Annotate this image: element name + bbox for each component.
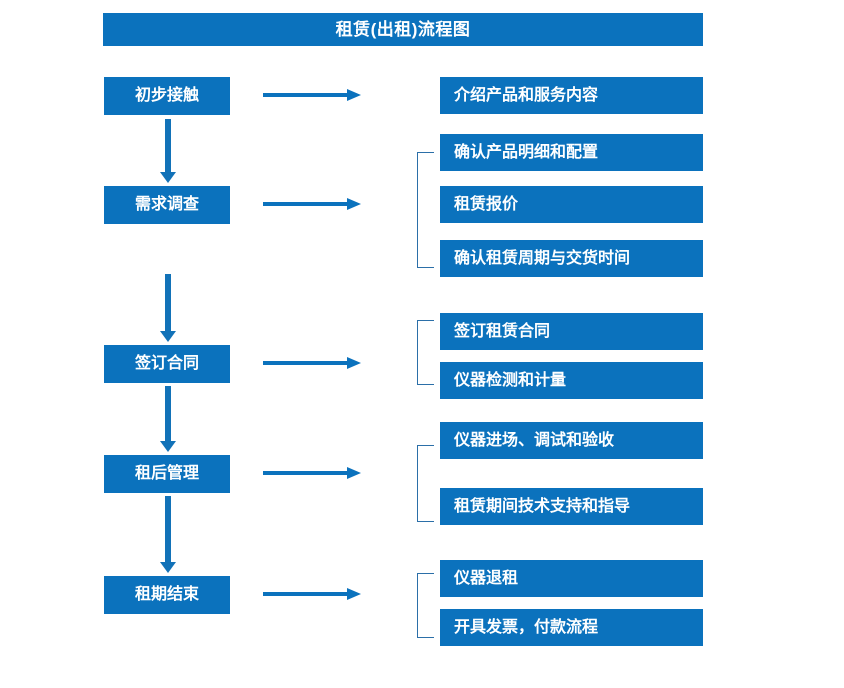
horizontal-arrow-lease-end	[263, 588, 361, 600]
arrow-shaft	[263, 202, 349, 206]
arrow-shaft	[165, 274, 171, 331]
detail-label: 确认产品明细和配置	[454, 143, 599, 161]
stage-box-sign-contract[interactable]: 签订合同	[104, 345, 230, 383]
stage-label: 租期结束	[134, 586, 199, 603]
detail-label: 介绍产品和服务内容	[454, 86, 599, 104]
arrow-head	[347, 588, 361, 600]
detail-box-lease-tech-support[interactable]: 租赁期间技术支持和指导	[440, 488, 703, 525]
arrow-shaft	[263, 93, 349, 97]
detail-box-lease-quotation[interactable]: 租赁报价	[440, 186, 703, 223]
detail-label: 租赁期间技术支持和指导	[454, 497, 631, 515]
vertical-arrow-contact-to-survey	[160, 119, 176, 183]
stage-box-demand-survey[interactable]: 需求调查	[104, 186, 230, 224]
arrow-head	[347, 357, 361, 369]
chart-title-bar: 租赁(出租)流程图	[103, 13, 703, 46]
detail-box-instrument-inspection[interactable]: 仪器检测和计量	[440, 362, 703, 399]
bracket-lease-end-group	[417, 573, 434, 638]
detail-label: 签订租赁合同	[454, 322, 551, 340]
detail-label: 仪器检测和计量	[454, 371, 567, 389]
detail-box-instrument-return[interactable]: 仪器退租	[440, 560, 703, 597]
arrow-head	[347, 467, 361, 479]
arrow-shaft	[263, 471, 349, 475]
vertical-arrow-contract-to-manage	[160, 386, 176, 452]
arrow-shaft	[165, 386, 171, 441]
detail-label: 租赁报价	[454, 195, 519, 213]
arrow-shaft	[263, 361, 349, 365]
horizontal-arrow-demand-survey	[263, 198, 361, 210]
detail-box-invoice-payment[interactable]: 开具发票，付款流程	[440, 609, 703, 646]
detail-box-introduce-products[interactable]: 介绍产品和服务内容	[440, 77, 703, 114]
arrow-head	[160, 331, 176, 342]
stage-label: 需求调查	[134, 196, 199, 213]
detail-box-sign-lease-contract[interactable]: 签订租赁合同	[440, 313, 703, 350]
arrow-head	[160, 172, 176, 183]
stage-label: 初步接触	[134, 87, 199, 104]
detail-box-confirm-period-deliver[interactable]: 确认租赁周期与交货时间	[440, 240, 703, 277]
vertical-arrow-survey-to-contract	[160, 274, 176, 342]
horizontal-arrow-initial-contact	[263, 89, 361, 101]
detail-label: 仪器退租	[454, 569, 519, 587]
bracket-sign-contract-group	[417, 320, 434, 385]
stage-box-initial-contact[interactable]: 初步接触	[104, 77, 230, 115]
arrow-shaft	[165, 119, 171, 172]
horizontal-arrow-post-lease-manage	[263, 467, 361, 479]
detail-box-confirm-spec-config[interactable]: 确认产品明细和配置	[440, 134, 703, 171]
stage-box-lease-end[interactable]: 租期结束	[104, 576, 230, 614]
arrow-head	[347, 198, 361, 210]
bracket-post-lease-manage-group	[417, 445, 434, 522]
arrow-shaft	[165, 496, 171, 562]
arrow-head	[160, 562, 176, 573]
stage-box-post-lease-manage[interactable]: 租后管理	[104, 455, 230, 493]
arrow-head	[160, 441, 176, 452]
detail-label: 确认租赁周期与交货时间	[454, 249, 631, 267]
chart-title-text: 租赁(出租)流程图	[335, 20, 471, 39]
arrow-head	[347, 89, 361, 101]
stage-label: 租后管理	[134, 465, 199, 482]
horizontal-arrow-sign-contract	[263, 357, 361, 369]
stage-label: 签订合同	[134, 355, 199, 372]
detail-box-instrument-onsite[interactable]: 仪器进场、调试和验收	[440, 422, 703, 459]
bracket-demand-survey-group	[417, 152, 434, 268]
vertical-arrow-manage-to-end	[160, 496, 176, 573]
detail-label: 开具发票，付款流程	[454, 618, 599, 636]
detail-label: 仪器进场、调试和验收	[454, 431, 615, 449]
arrow-shaft	[263, 592, 349, 596]
